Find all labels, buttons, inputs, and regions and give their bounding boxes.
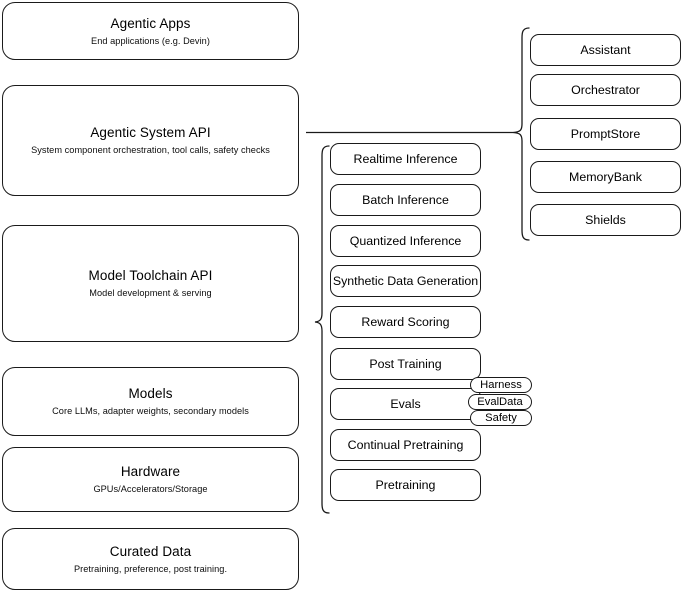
node-synthetic-data-generation[interactable]: Synthetic Data Generation bbox=[330, 265, 481, 297]
node-quantized-inference[interactable]: Quantized Inference bbox=[330, 225, 481, 257]
tag-pill-safety[interactable]: Safety bbox=[470, 410, 532, 426]
layer-title: Agentic Apps bbox=[110, 15, 191, 31]
node-label: Assistant bbox=[580, 42, 631, 57]
node-label: Evals bbox=[390, 396, 421, 411]
node-assistant[interactable]: Assistant bbox=[530, 34, 681, 66]
layer-box-models[interactable]: Models Core LLMs, adapter weights, secon… bbox=[2, 367, 299, 436]
layer-subtitle: Pretraining, preference, post training. bbox=[73, 563, 228, 574]
layer-box-curated-data[interactable]: Curated Data Pretraining, preference, po… bbox=[2, 528, 299, 590]
layer-title: Model Toolchain API bbox=[88, 268, 213, 283]
node-label: PromptStore bbox=[570, 126, 641, 141]
node-label: Batch Inference bbox=[362, 192, 449, 207]
layer-box-model-toolchain-api[interactable]: Model Toolchain API Model development & … bbox=[2, 225, 299, 342]
layer-title: Agentic System API bbox=[90, 125, 211, 140]
node-continual-pretraining[interactable]: Continual Pretraining bbox=[330, 429, 481, 461]
node-evals[interactable]: Evals bbox=[330, 388, 481, 420]
layer-subtitle: Core LLMs, adapter weights, secondary mo… bbox=[52, 406, 249, 416]
node-pretraining[interactable]: Pretraining bbox=[330, 469, 481, 501]
layer-box-agentic-apps[interactable]: Agentic Apps End applications (e.g. Devi… bbox=[2, 2, 299, 60]
tag-label: Safety bbox=[485, 411, 517, 424]
layer-subtitle: GPUs/Accelerators/Storage bbox=[93, 484, 208, 494]
node-batch-inference[interactable]: Batch Inference bbox=[330, 184, 481, 216]
node-label: Quantized Inference bbox=[349, 233, 462, 248]
node-label: Post Training bbox=[369, 356, 442, 371]
node-label: Continual Pretraining bbox=[347, 437, 464, 452]
layer-subtitle: Model development & serving bbox=[89, 288, 212, 298]
node-label: MemoryBank bbox=[569, 169, 642, 184]
layer-title: Models bbox=[128, 386, 173, 401]
node-memorybank[interactable]: MemoryBank bbox=[530, 161, 681, 193]
layer-title: Hardware bbox=[120, 464, 181, 479]
tag-label: EvalData bbox=[477, 395, 523, 408]
node-label: Reward Scoring bbox=[361, 314, 450, 329]
node-realtime-inference[interactable]: Realtime Inference bbox=[330, 143, 481, 175]
node-orchestrator[interactable]: Orchestrator bbox=[530, 74, 681, 106]
layer-subtitle: System component orchestration, tool cal… bbox=[31, 145, 270, 155]
layer-box-hardware[interactable]: Hardware GPUs/Accelerators/Storage bbox=[2, 447, 299, 512]
node-label: Realtime Inference bbox=[353, 151, 458, 166]
node-label: Orchestrator bbox=[571, 82, 640, 97]
node-reward-scoring[interactable]: Reward Scoring bbox=[330, 306, 481, 338]
node-post-training[interactable]: Post Training bbox=[330, 348, 481, 380]
tag-pill-harness[interactable]: Harness bbox=[470, 377, 532, 393]
layer-subtitle: End applications (e.g. Devin) bbox=[91, 35, 210, 46]
tag-pill-evaldata[interactable]: EvalData bbox=[468, 394, 532, 410]
node-label: Pretraining bbox=[375, 477, 436, 492]
tag-label: Harness bbox=[480, 378, 522, 391]
layer-box-agentic-system-api[interactable]: Agentic System API System component orch… bbox=[2, 85, 299, 196]
node-promptstore[interactable]: PromptStore bbox=[530, 118, 681, 150]
node-label: Synthetic Data Generation bbox=[332, 273, 479, 288]
node-label: Shields bbox=[585, 212, 626, 227]
layer-title: Curated Data bbox=[109, 543, 192, 559]
node-shields[interactable]: Shields bbox=[530, 204, 681, 236]
